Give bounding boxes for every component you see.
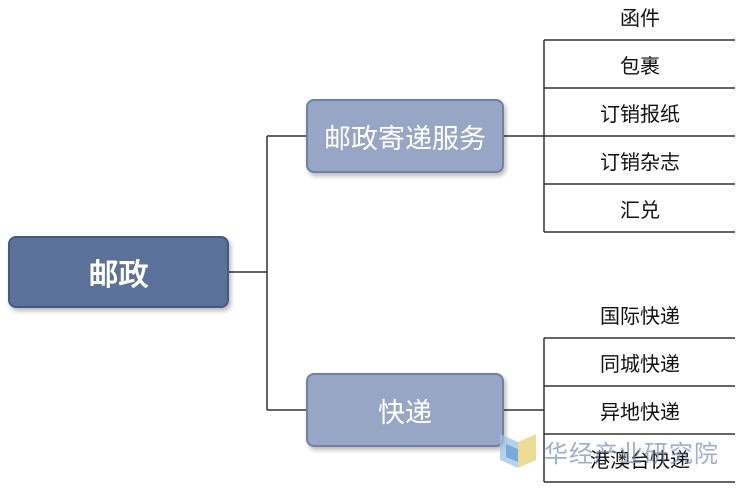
- leaf-item: 订销报纸: [600, 104, 680, 126]
- root-label: 邮政: [88, 259, 149, 292]
- leaf-item: 港澳台快递: [590, 450, 690, 472]
- root-node: 邮政: [8, 236, 229, 308]
- branch-label: 快递: [378, 397, 432, 428]
- leaf-item: 同城快递: [600, 354, 680, 376]
- leaf-item: 汇兑: [620, 200, 660, 222]
- leaf-item: 包裹: [620, 56, 660, 78]
- branch-node-express: 快递: [306, 373, 504, 447]
- leaf-item: 订销杂志: [600, 152, 680, 174]
- leaf-item: 国际快递: [600, 306, 680, 328]
- leaf-item: 函件: [620, 8, 660, 30]
- branch-label: 邮政寄递服务: [324, 123, 486, 154]
- leaf-item: 异地快递: [600, 402, 680, 424]
- branch-node-postal-delivery: 邮政寄递服务: [306, 99, 504, 173]
